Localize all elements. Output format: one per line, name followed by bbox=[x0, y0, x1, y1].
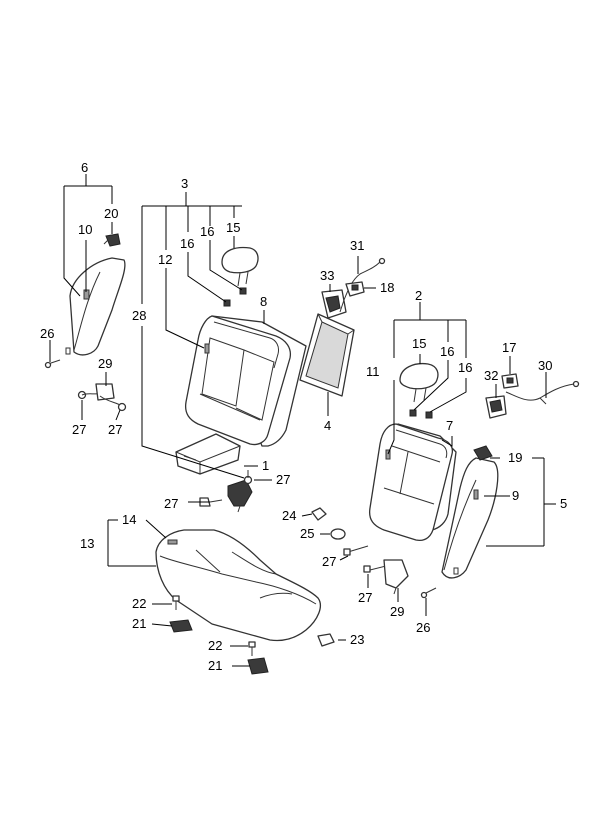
callout-29-center: 29 bbox=[390, 604, 404, 619]
left-bolster-bolt bbox=[44, 359, 61, 369]
callout-29-left: 29 bbox=[98, 356, 112, 371]
callout-33: 33 bbox=[320, 268, 334, 283]
left-bolster-clip bbox=[103, 233, 121, 247]
callout-19: 19 bbox=[508, 450, 522, 465]
callout-1: 1 bbox=[262, 458, 269, 473]
right-seatback bbox=[368, 423, 454, 542]
callout-27-arm-b: 27 bbox=[164, 496, 178, 511]
callout-22-left: 22 bbox=[132, 596, 146, 611]
callout-13: 13 bbox=[80, 536, 94, 551]
bolt-27-center-b bbox=[363, 565, 387, 573]
left-side-bolster bbox=[65, 257, 126, 356]
callout-20: 20 bbox=[104, 206, 118, 221]
callout-12: 12 bbox=[158, 252, 172, 267]
callout-15-left: 15 bbox=[226, 220, 240, 235]
callout-22-right: 22 bbox=[208, 638, 222, 653]
callout-9: 9 bbox=[512, 488, 519, 503]
callout-11: 11 bbox=[366, 364, 380, 379]
callout-16-a: 16 bbox=[180, 236, 194, 251]
cushion-bolt-22-right bbox=[248, 641, 256, 656]
callout-21-left: 21 bbox=[132, 616, 146, 631]
callout-26-right: 26 bbox=[416, 620, 430, 635]
center-armrest bbox=[175, 433, 241, 475]
callout-32: 32 bbox=[484, 368, 498, 383]
right-bolster-bolt bbox=[420, 587, 437, 599]
seat-wiring-harness bbox=[339, 257, 386, 313]
callout-7: 7 bbox=[446, 418, 453, 433]
callout-28: 28 bbox=[132, 308, 146, 323]
callout-16-d: 16 bbox=[458, 360, 472, 375]
callout-3: 3 bbox=[181, 176, 188, 191]
callout-labels: 6 20 10 26 29 27 27 3 16 16 15 12 8 28 1… bbox=[40, 160, 567, 673]
left-headrest bbox=[221, 246, 259, 287]
callout-2: 2 bbox=[415, 288, 422, 303]
cushion-bolt-22-left bbox=[172, 595, 180, 610]
callout-4: 4 bbox=[324, 418, 331, 433]
callout-15-right: 15 bbox=[412, 336, 426, 351]
small-clip-24 bbox=[311, 507, 327, 521]
bolt-27-center-a bbox=[343, 545, 369, 556]
callout-27-arm-a: 27 bbox=[276, 472, 290, 487]
callout-16-b: 16 bbox=[200, 224, 214, 239]
callout-8: 8 bbox=[260, 294, 267, 309]
callout-27-center-b: 27 bbox=[358, 590, 372, 605]
right-side-bolster bbox=[441, 457, 499, 579]
right-harness-connector bbox=[501, 373, 519, 389]
rear-seat-cushion bbox=[155, 529, 321, 642]
callout-25: 25 bbox=[300, 526, 314, 541]
cap-25 bbox=[330, 528, 346, 540]
rear-back-panel bbox=[299, 313, 355, 397]
right-wiring-harness bbox=[505, 380, 580, 405]
callout-27-left-a: 27 bbox=[72, 422, 86, 437]
cushion-hook-21-right bbox=[247, 657, 269, 675]
left-seatback bbox=[184, 315, 292, 446]
callout-24: 24 bbox=[282, 508, 296, 523]
callout-14: 14 bbox=[122, 512, 136, 527]
leader-lines bbox=[49, 174, 556, 667]
callout-17: 17 bbox=[502, 340, 516, 355]
callout-5: 5 bbox=[560, 496, 567, 511]
cushion-hook-21-left bbox=[169, 619, 193, 633]
callout-6: 6 bbox=[81, 160, 88, 175]
harness-connector bbox=[345, 281, 365, 297]
callout-23: 23 bbox=[350, 632, 364, 647]
armrest-bracket bbox=[227, 470, 253, 513]
callout-21-right: 21 bbox=[208, 658, 222, 673]
right-headrest bbox=[399, 362, 439, 403]
callout-31: 31 bbox=[350, 238, 364, 253]
callout-10: 10 bbox=[78, 222, 92, 237]
right-bolster-clip bbox=[473, 445, 493, 461]
callout-18: 18 bbox=[380, 280, 394, 295]
seatbelt-buckle-29 bbox=[383, 559, 409, 595]
callout-27-left-b: 27 bbox=[108, 422, 122, 437]
headrest-guide-pins-right bbox=[409, 409, 433, 419]
left-seatbelt-anchor bbox=[77, 383, 127, 412]
callout-27-center-a: 27 bbox=[322, 554, 336, 569]
callout-26-left: 26 bbox=[40, 326, 54, 341]
right-panel-latch bbox=[485, 395, 507, 419]
callout-16-c: 16 bbox=[440, 344, 454, 359]
headrest-guide-pins-left bbox=[223, 287, 247, 307]
callout-30: 30 bbox=[538, 358, 552, 373]
cushion-cap-23 bbox=[317, 633, 335, 647]
